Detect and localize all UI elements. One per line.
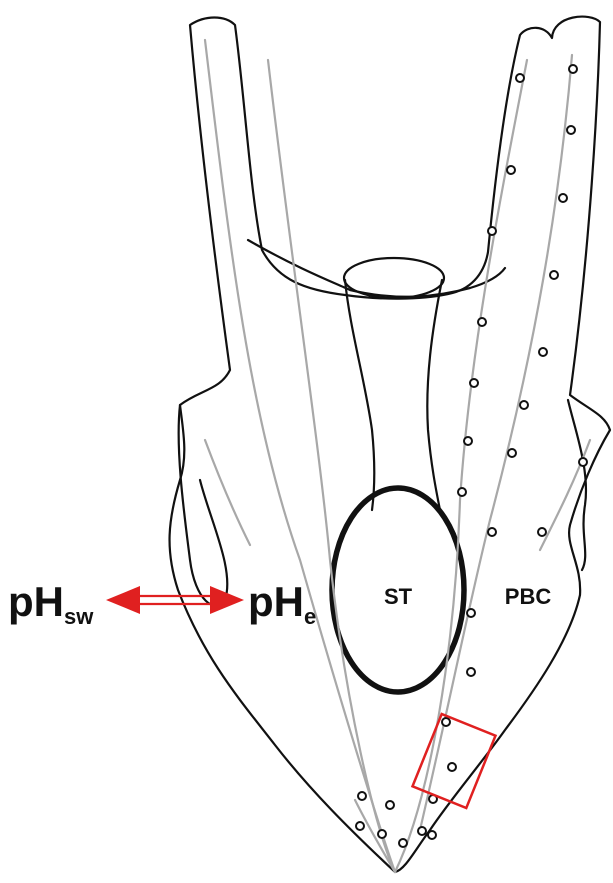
skeletal-rod-left-outer: [205, 40, 395, 872]
cell: [378, 830, 386, 838]
cell: [358, 792, 366, 800]
cell: [458, 488, 466, 496]
ph-extracellular-label: pHe: [248, 578, 316, 629]
left-arm-loop: [179, 405, 228, 606]
skeletal-rod-right-1: [395, 60, 527, 872]
cell: [356, 822, 364, 830]
esophagus-outline: [345, 280, 374, 510]
esophagus-outline-right: [427, 280, 442, 510]
cell: [569, 65, 577, 73]
cell: [470, 379, 478, 387]
cell: [428, 831, 436, 839]
cell: [386, 801, 394, 809]
cell: [520, 401, 528, 409]
cell: [399, 839, 407, 847]
pmc-cells: [356, 65, 587, 847]
ph-seawater-subscript: sw: [64, 604, 94, 629]
cell: [488, 227, 496, 235]
oral-hood-outline: [248, 240, 505, 297]
cell: [488, 528, 496, 536]
ph-seawater-label: pHsw: [8, 578, 94, 629]
cell: [538, 528, 546, 536]
cell: [464, 437, 472, 445]
ph-seawater-main: pH: [8, 578, 64, 625]
cell: [579, 458, 587, 466]
cell: [478, 318, 486, 326]
cell: [567, 126, 575, 134]
skeletal-rod-left-arm: [205, 440, 250, 545]
exchange-arrow-icon: [106, 586, 244, 614]
cell: [467, 609, 475, 617]
cell: [507, 166, 515, 174]
ph-extracellular-main: pH: [248, 578, 304, 625]
cell: [539, 348, 547, 356]
cell: [442, 718, 450, 726]
skeletal-rod-right-arm: [540, 440, 590, 550]
cell: [559, 194, 567, 202]
pbc-label: PBC: [505, 584, 552, 609]
cell: [508, 449, 516, 457]
stomach-label: ST: [384, 584, 413, 609]
ph-extracellular-subscript: e: [304, 604, 316, 629]
cell: [516, 74, 524, 82]
larva-body-outline: [170, 17, 610, 872]
cell: [550, 271, 558, 279]
cell: [448, 763, 456, 771]
skeletal-rod-left-inner: [268, 60, 395, 872]
cell: [418, 827, 426, 835]
cell: [467, 668, 475, 676]
esophagus-top: [344, 258, 444, 298]
